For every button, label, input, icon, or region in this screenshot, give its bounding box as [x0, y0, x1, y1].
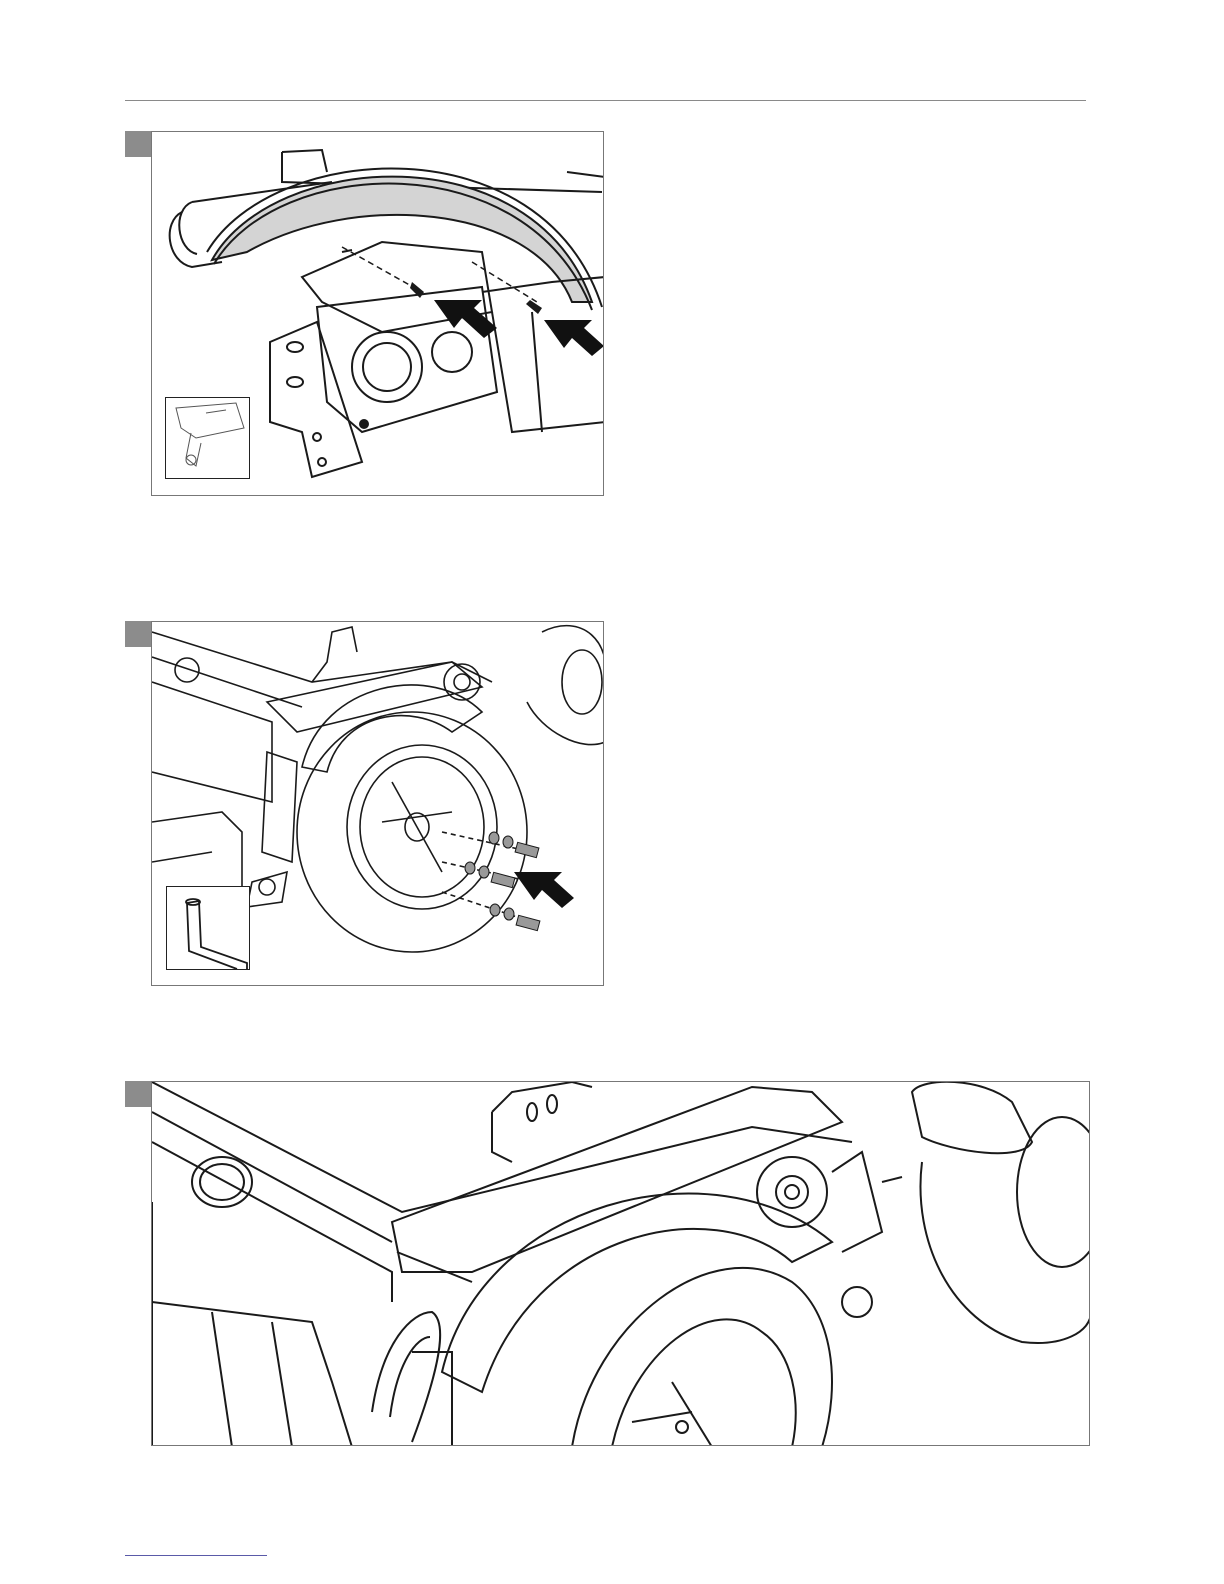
tool-inset-1	[165, 397, 250, 479]
step-tab-3	[125, 1081, 151, 1107]
step-tab-1	[125, 131, 151, 157]
figure-1-mudguard-screws	[151, 131, 604, 496]
footnote-rule	[125, 1555, 267, 1556]
figure-3-wheel-detail	[151, 1081, 1090, 1446]
figure-2-wheel-bolts	[151, 621, 604, 986]
wheel-detail-illustration	[152, 1082, 1090, 1446]
header-rule	[125, 100, 1086, 101]
screwdriver-icon	[166, 398, 249, 478]
step-tab-2	[125, 621, 151, 647]
tool-inset-2	[166, 886, 250, 970]
callout-arrow-3	[514, 872, 574, 908]
callout-arrow-2	[544, 320, 604, 356]
allen-key-icon	[167, 887, 249, 969]
